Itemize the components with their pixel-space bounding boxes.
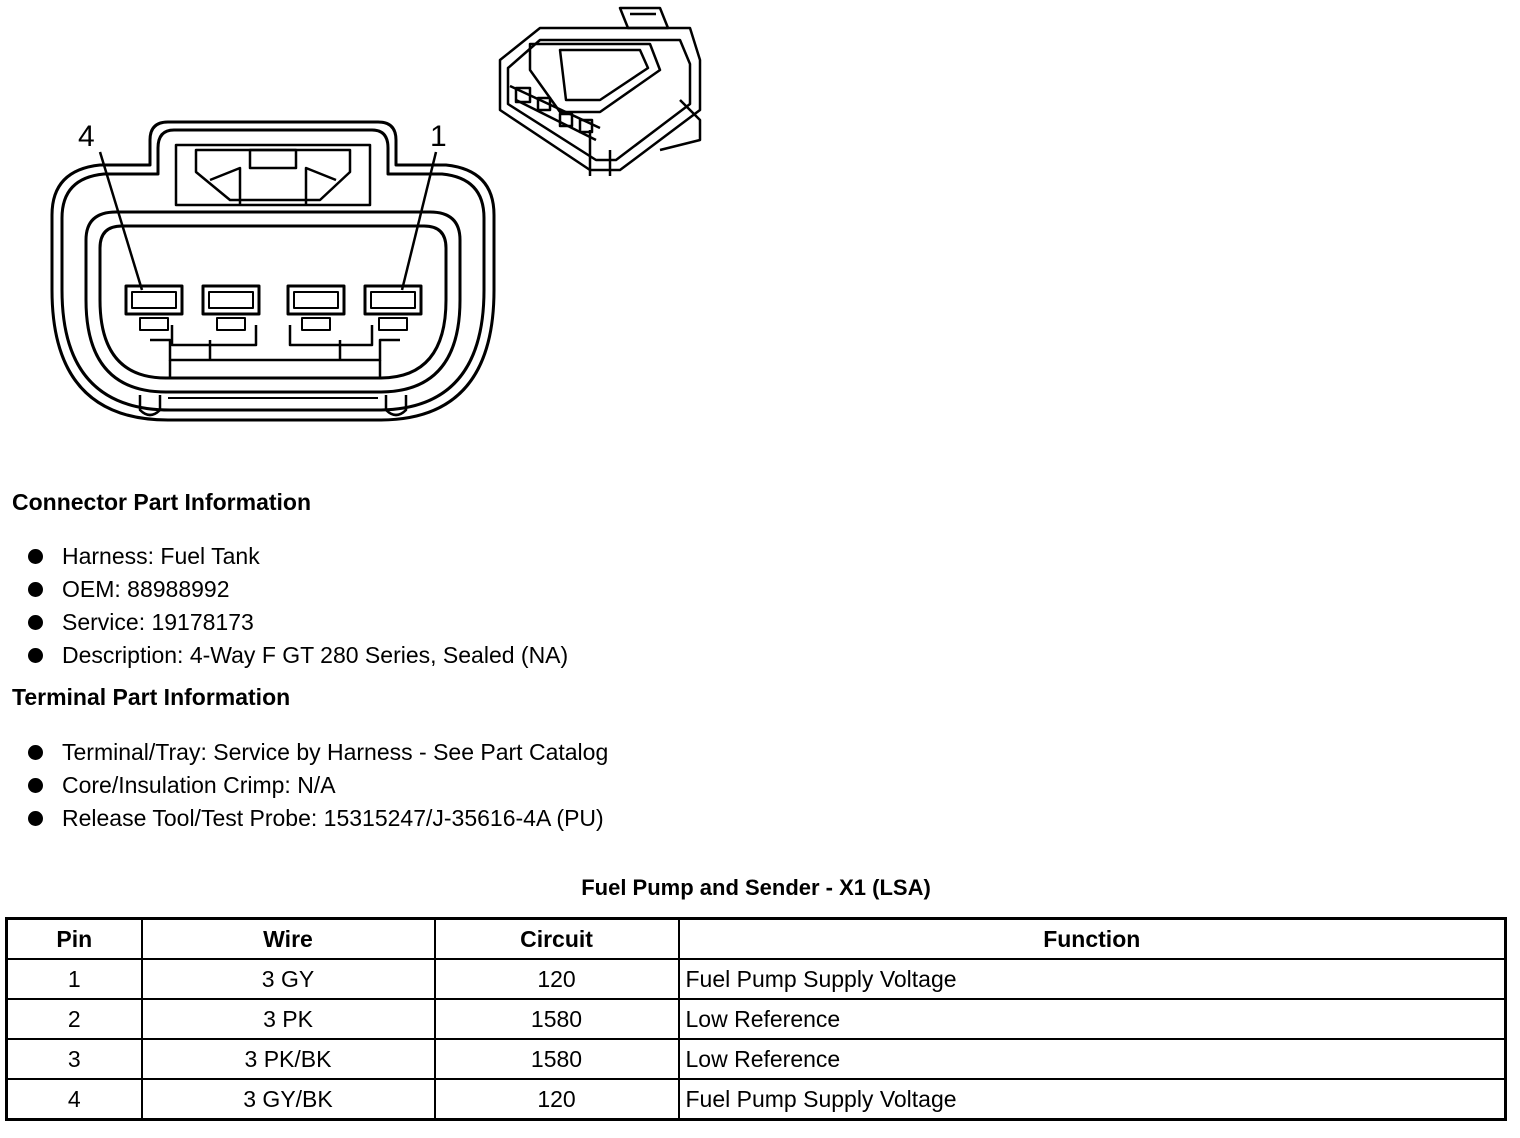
table-row: 3 3 PK/BK 1580 Low Reference	[5, 1038, 1507, 1080]
column-header-wire: Wire	[140, 917, 436, 960]
cell-function: Low Reference	[677, 998, 1507, 1040]
cell-wire: 3 GY	[140, 958, 436, 1000]
table-row: 1 3 GY 120 Fuel Pump Supply Voltage	[5, 958, 1507, 1000]
list-item-text: Service: 19178173	[62, 609, 254, 635]
table-header-row: Pin Wire Circuit Function	[5, 917, 1507, 960]
terminal-info-heading: Terminal Part Information	[12, 684, 291, 710]
pin-4-callout: 4	[78, 120, 95, 153]
bullet-icon	[28, 582, 43, 597]
cell-pin: 3	[5, 1038, 143, 1080]
bullet-icon	[28, 778, 43, 793]
list-item: Terminal/Tray: Service by Harness - See …	[28, 736, 608, 769]
table-row: 4 3 GY/BK 120 Fuel Pump Supply Voltage	[5, 1078, 1507, 1121]
cell-circuit: 1580	[433, 998, 680, 1040]
list-item: Release Tool/Test Probe: 15315247/J-3561…	[28, 802, 608, 835]
cell-pin: 4	[5, 1078, 143, 1121]
cell-wire: 3 PK/BK	[140, 1038, 436, 1080]
pin-1-leader-line	[400, 151, 438, 291]
cell-wire: 3 GY/BK	[140, 1078, 436, 1121]
pinout-table-title: Fuel Pump and Sender - X1 (LSA)	[581, 875, 931, 900]
cell-function: Fuel Pump Supply Voltage	[677, 1078, 1507, 1121]
bullet-icon	[28, 549, 43, 564]
connector-drawing: 4 1	[50, 6, 702, 422]
pin-4-leader-line	[98, 151, 144, 291]
bullet-icon	[28, 811, 43, 826]
list-item: Description: 4-Way F GT 280 Series, Seal…	[28, 639, 568, 672]
cell-pin: 1	[5, 958, 143, 1000]
list-item: Harness: Fuel Tank	[28, 540, 568, 573]
connector-perspective-view	[498, 6, 702, 176]
cell-function: Fuel Pump Supply Voltage	[677, 958, 1507, 1000]
bullet-icon	[28, 745, 43, 760]
column-header-pin: Pin	[5, 917, 143, 960]
pin-1-callout: 1	[430, 120, 447, 153]
cell-wire: 3 PK	[140, 998, 436, 1040]
connector-info-heading: Connector Part Information	[12, 489, 312, 515]
list-item-text: OEM: 88988992	[62, 576, 230, 602]
connector-face-view	[50, 120, 496, 422]
table-row: 2 3 PK 1580 Low Reference	[5, 998, 1507, 1040]
pinout-table: Pin Wire Circuit Function 1 3 GY 120 Fue…	[5, 917, 1507, 1121]
bullet-icon	[28, 615, 43, 630]
terminal-info-list: Terminal/Tray: Service by Harness - See …	[28, 736, 608, 835]
cell-circuit: 120	[433, 958, 680, 1000]
cell-circuit: 1580	[433, 1038, 680, 1080]
column-header-function: Function	[677, 917, 1507, 960]
list-item: Core/Insulation Crimp: N/A	[28, 769, 608, 802]
bullet-icon	[28, 648, 43, 663]
cell-function: Low Reference	[677, 1038, 1507, 1080]
cell-pin: 2	[5, 998, 143, 1040]
list-item: Service: 19178173	[28, 606, 568, 639]
list-item: OEM: 88988992	[28, 573, 568, 606]
list-item-text: Terminal/Tray: Service by Harness - See …	[62, 739, 609, 765]
list-item-text: Harness: Fuel Tank	[62, 543, 260, 569]
list-item-text: Core/Insulation Crimp: N/A	[62, 772, 336, 798]
cell-circuit: 120	[433, 1078, 680, 1121]
list-item-text: Release Tool/Test Probe: 15315247/J-3561…	[62, 805, 604, 831]
column-header-circuit: Circuit	[433, 917, 680, 960]
list-item-text: Description: 4-Way F GT 280 Series, Seal…	[62, 642, 569, 668]
connector-info-list: Harness: Fuel Tank OEM: 88988992 Service…	[28, 540, 568, 672]
